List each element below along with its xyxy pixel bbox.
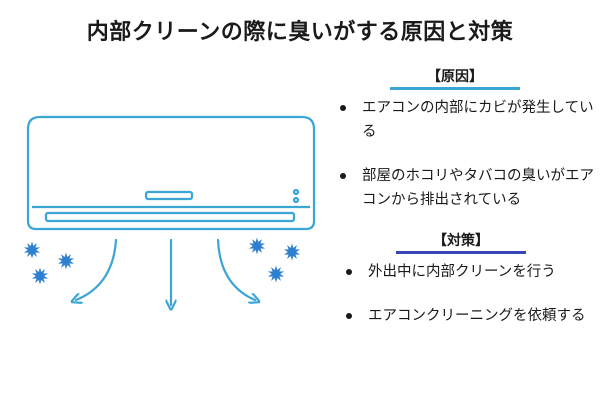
list-item: エアコンの内部にカビが発生している: [336, 96, 598, 144]
air-conditioner-icon: [26, 115, 316, 231]
airflow-arrow-icon: [76, 238, 255, 305]
air-conditioner-illustration: [23, 115, 316, 330]
cause-heading-label: 【原因】: [427, 69, 483, 85]
list-item: エアコンクリーニングを依頼する: [342, 304, 598, 328]
mold-spore-icon: [23, 237, 301, 285]
cause-list: エアコンの内部にカビが発生している 部屋のホコリやタバコの臭いがエアコンから排出…: [336, 96, 598, 212]
measure-heading: 【対策】: [396, 232, 526, 254]
mold-spore-icon: [31, 267, 49, 285]
mold-spore-icon: [248, 237, 266, 255]
list-item: 部屋のホコリやタバコの臭いがエアコンから排出されている: [336, 164, 598, 212]
mold-spore-icon: [23, 241, 41, 259]
mold-spore-icon: [283, 243, 301, 261]
measure-heading-label: 【対策】: [433, 233, 489, 249]
measure-item-text: 外出中に内部クリーンを行う: [368, 264, 556, 280]
mold-spore-icon: [267, 265, 285, 283]
mold-spore-icon: [57, 252, 75, 270]
cause-heading-underline: [390, 87, 520, 90]
cause-item-text: 部屋のホコリやタバコの臭いがエアコンから排出されている: [362, 168, 594, 208]
page-title: 内部クリーンの際に臭いがする原因と対策: [86, 20, 514, 45]
cause-heading: 【原因】: [390, 68, 520, 90]
list-item: 外出中に内部クリーンを行う: [342, 260, 598, 284]
measure-heading-underline: [396, 251, 526, 254]
measure-list: 外出中に内部クリーンを行う エアコンクリーニングを依頼する: [342, 260, 598, 328]
cause-item-text: エアコンの内部にカビが発生している: [362, 100, 594, 140]
measure-item-text: エアコンクリーニングを依頼する: [368, 308, 586, 324]
